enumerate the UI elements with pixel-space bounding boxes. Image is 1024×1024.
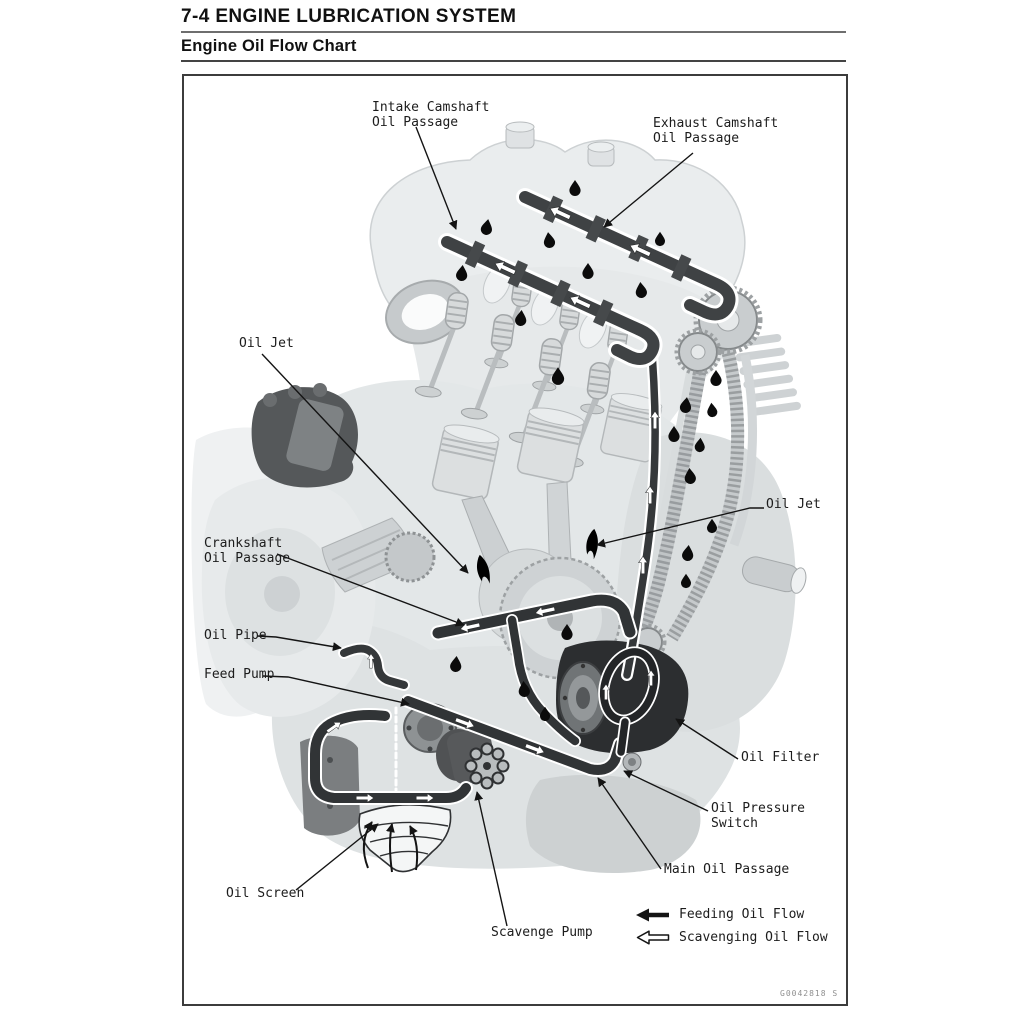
leader-oil-pipe — [256, 635, 342, 652]
scavenge-pump-part — [436, 727, 510, 790]
feeding-arrow-icon — [636, 908, 669, 921]
water-pipe — [742, 556, 807, 594]
leader-feed-pump — [262, 675, 410, 707]
label-feed-pump: Feed Pump — [204, 667, 275, 682]
label-main-oil-passage: Main Oil Passage — [664, 862, 790, 877]
label-oil-pressure-switch: Oil Pressure Switch — [711, 801, 805, 831]
label-oil-screen: Oil Screen — [226, 886, 305, 901]
label-exhaust-camshaft-oil-passage: Exhaust Camshaft Oil Passage — [653, 116, 779, 146]
label-scavenge-pump: Scavenge Pump — [491, 925, 593, 940]
legend-feeding-label: Feeding Oil Flow — [679, 907, 805, 922]
label-oil-filter: Oil Filter — [741, 750, 820, 765]
page-title: Engine Oil Flow Chart — [181, 37, 357, 55]
figure-code: G0042818 S — [780, 989, 839, 998]
label-oil-pipe: Oil Pipe — [204, 628, 267, 643]
label-intake-camshaft-oil-passage: Intake Camshaft Oil Passage — [372, 100, 490, 130]
leader-scavenge-pump — [474, 791, 508, 927]
leader-intake-camshaft — [415, 126, 458, 230]
leader-oil-jet-right — [596, 507, 764, 548]
leader-crankshaft — [276, 553, 465, 627]
flow-legend: Feeding Oil Flow Scavenging Oil Flow — [636, 903, 828, 949]
legend-scavenging-row: Scavenging Oil Flow — [636, 926, 828, 949]
label-oil-jet-right: Oil Jet — [766, 497, 821, 512]
leader-oil-jet-left — [261, 353, 469, 574]
leader-main-oil-passage — [597, 777, 662, 870]
leader-lines — [256, 126, 764, 927]
scavenging-arrow-icon — [636, 930, 670, 945]
legend-feeding-row: Feeding Oil Flow — [636, 903, 828, 926]
leader-oil-screen — [295, 823, 379, 891]
oil-screen-part — [358, 804, 452, 873]
leader-exhaust-camshaft — [603, 152, 694, 228]
label-oil-jet-left: Oil Jet — [239, 336, 294, 351]
section-title: 7-4 ENGINE LUBRICATION SYSTEM — [181, 6, 517, 27]
leader-oil-filter — [675, 718, 739, 760]
title-divider — [181, 60, 846, 62]
legend-scavenging-label: Scavenging Oil Flow — [679, 930, 828, 945]
leader-oil-pressure-switch — [623, 770, 709, 812]
lower-assembly — [300, 640, 701, 873]
label-crankshaft-oil-passage: Crankshaft Oil Passage — [204, 536, 291, 566]
section-divider — [181, 31, 846, 33]
